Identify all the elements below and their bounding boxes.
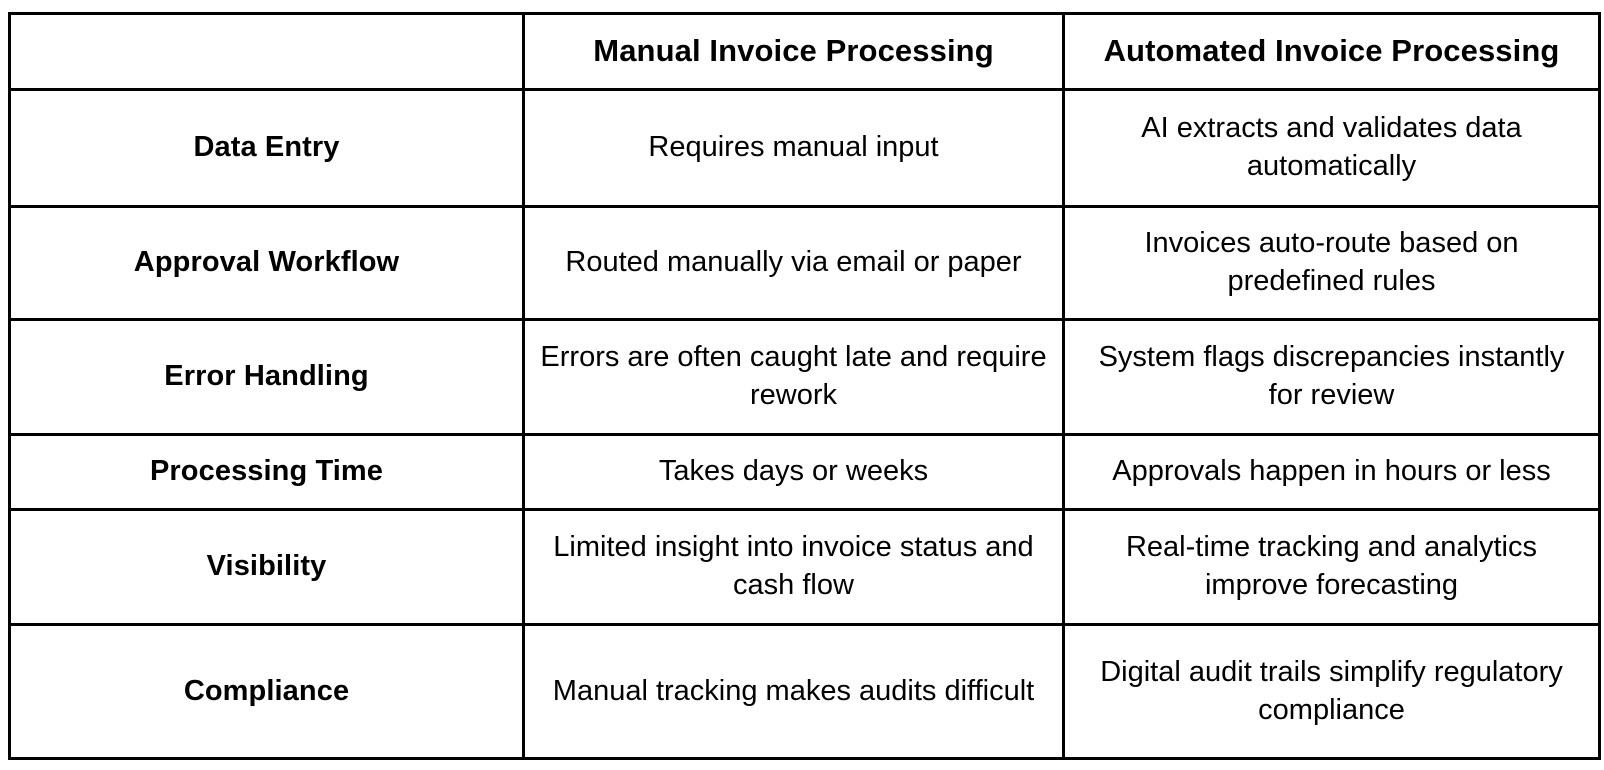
table-row: Visibility Limited insight into invoice … [8,508,1601,626]
cell-automated-error-handling: System flags discrepancies instantly for… [1062,318,1601,436]
cell-manual-visibility: Limited insight into invoice status and … [522,508,1065,626]
table-row: Processing Time Takes days or weeks Appr… [8,433,1601,511]
cell-manual-approval-workflow: Routed manually via email or paper [522,205,1065,321]
table-body: Data Entry Requires manual input AI extr… [8,88,1601,760]
table-row: Compliance Manual tracking makes audits … [8,623,1601,760]
table-row: Data Entry Requires manual input AI extr… [8,88,1601,208]
header-row: Manual Invoice Processing Automated Invo… [8,12,1601,91]
cell-automated-processing-time: Approvals happen in hours or less [1062,433,1601,511]
cell-manual-error-handling: Errors are often caught late and require… [522,318,1065,436]
header-cell-manual: Manual Invoice Processing [522,12,1065,91]
table-row: Error Handling Errors are often caught l… [8,318,1601,436]
cell-automated-compliance: Digital audit trails simplify regulatory… [1062,623,1601,760]
row-label-visibility: Visibility [8,508,525,626]
comparison-table: Manual Invoice Processing Automated Invo… [8,12,1601,760]
table-header: Manual Invoice Processing Automated Invo… [8,12,1601,91]
row-label-approval-workflow: Approval Workflow [8,205,525,321]
comparison-table-container: Manual Invoice Processing Automated Invo… [8,12,1601,760]
cell-manual-compliance: Manual tracking makes audits difficult [522,623,1065,760]
cell-manual-data-entry: Requires manual input [522,88,1065,208]
cell-manual-processing-time: Takes days or weeks [522,433,1065,511]
header-cell-corner [8,12,525,91]
cell-automated-data-entry: AI extracts and validates data automatic… [1062,88,1601,208]
row-label-compliance: Compliance [8,623,525,760]
cell-automated-visibility: Real-time tracking and analytics improve… [1062,508,1601,626]
cell-automated-approval-workflow: Invoices auto-route based on predefined … [1062,205,1601,321]
row-label-error-handling: Error Handling [8,318,525,436]
table-row: Approval Workflow Routed manually via em… [8,205,1601,321]
row-label-processing-time: Processing Time [8,433,525,511]
header-cell-automated: Automated Invoice Processing [1062,12,1601,91]
row-label-data-entry: Data Entry [8,88,525,208]
